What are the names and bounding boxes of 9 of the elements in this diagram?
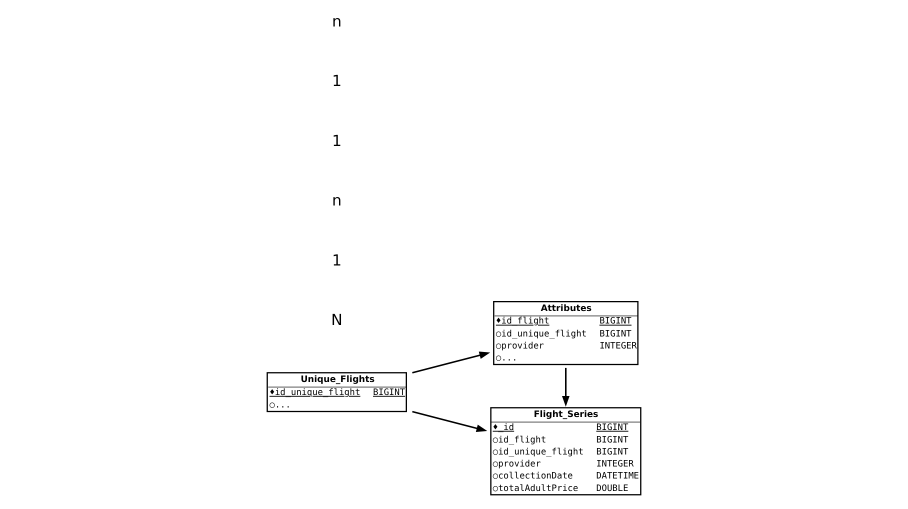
label: 1 [332, 132, 342, 150]
label: N [331, 310, 343, 329]
label: n [332, 192, 342, 210]
label: 1 [332, 251, 342, 270]
arrow [412, 410, 488, 432]
arrow [412, 352, 490, 374]
arrow [562, 368, 570, 407]
label: 1 [332, 72, 342, 90]
label: n [332, 12, 342, 30]
